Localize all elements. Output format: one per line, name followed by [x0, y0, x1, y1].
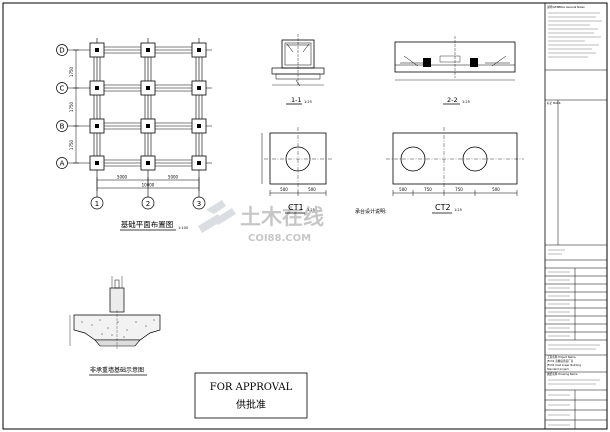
foundation-plan: D C B A 1 2 3 1750 1750 1750 5000 5000	[56, 38, 212, 231]
cap-label: CT1	[288, 203, 304, 212]
grid-bubble-c	[56, 82, 68, 94]
grid-bubble-3	[192, 196, 206, 210]
wall-detail-title: 非承重墙基础示意图	[90, 366, 144, 374]
notes-heading: 承台设计说明:	[355, 208, 387, 215]
grid-bubble-2	[141, 196, 155, 210]
cap-ct2: 500 750 750 500 CT2 1:25	[386, 127, 524, 214]
approval-en: FOR APPROVAL	[210, 382, 293, 393]
project-line: JFC01 高精度铸造厂房	[546, 359, 574, 363]
notes-header: 说明/GENERAL General Notes	[547, 5, 585, 9]
watermark: 土木在线 COI88.COM	[198, 200, 324, 244]
cap-scale: 1:25	[307, 208, 315, 212]
grid-bubble-a	[56, 157, 68, 169]
title-block	[545, 69, 607, 429]
project-line: Standard project	[547, 367, 569, 371]
ct2-dim: 500	[399, 187, 407, 192]
section-label: 1-1	[291, 96, 302, 104]
left-dim: 1750	[69, 139, 74, 150]
project-line: JFC01 Cast Lower Building	[546, 363, 581, 367]
col-label: 1	[95, 200, 99, 208]
section-1-1: 1-1 1:25	[271, 34, 325, 105]
bottom-total-dim: 10000	[142, 183, 155, 188]
title-block-text: 说明/GENERAL General Notes 标记 MARK 工程名称 Pr…	[546, 5, 585, 376]
drawing-header: 图纸名称 Drawing Name	[547, 372, 578, 376]
watermark-cn: 土木在线	[240, 205, 324, 229]
row-label: C	[60, 85, 65, 93]
left-dim: 1750	[69, 101, 74, 112]
ct2-dim: 750	[455, 187, 463, 192]
row-label: A	[60, 160, 65, 168]
project-header: 工程名称 Project Name	[547, 355, 576, 359]
cap-ct1: 500 500 CT1 1:25	[261, 127, 332, 214]
grid-bubble-d	[56, 44, 68, 56]
watermark-logo	[198, 200, 236, 233]
ct2-dim: 500	[492, 187, 500, 192]
watermark-en: COI88.COM	[248, 233, 311, 244]
approval-stamp: FOR APPROVAL 供批准	[194, 372, 308, 419]
section-scale: 1:25	[462, 100, 470, 104]
section-scale: 1:25	[304, 100, 312, 104]
mark-header: 标记 MARK	[547, 101, 561, 105]
ct1-dim: 500	[308, 187, 316, 192]
plan-title: 基础平面布置图	[121, 219, 174, 229]
col-label: 3	[197, 200, 201, 208]
col-label: 2	[146, 200, 150, 208]
wall-foundation-detail: 非承重墙基础示意图	[69, 276, 161, 376]
approval-cn: 供批准	[236, 398, 266, 411]
section-2-2: 2-2 1:25	[394, 36, 516, 105]
cap-label: CT2	[435, 203, 451, 212]
grid-bubble-1	[90, 196, 104, 210]
plan-scale: 1:100	[178, 226, 188, 230]
row-label: B	[60, 123, 65, 131]
ct1-dim: 500	[280, 187, 288, 192]
bottom-dim: 5000	[117, 175, 128, 180]
section-label: 2-2	[447, 96, 458, 104]
grid-bubble-b	[56, 120, 68, 132]
bottom-dim: 5000	[168, 175, 179, 180]
cap-scale: 1:25	[454, 208, 462, 212]
ct2-dim: 750	[424, 187, 432, 192]
row-label: D	[59, 47, 64, 55]
left-dim: 1750	[69, 66, 74, 77]
notes-lines	[548, 12, 602, 426]
